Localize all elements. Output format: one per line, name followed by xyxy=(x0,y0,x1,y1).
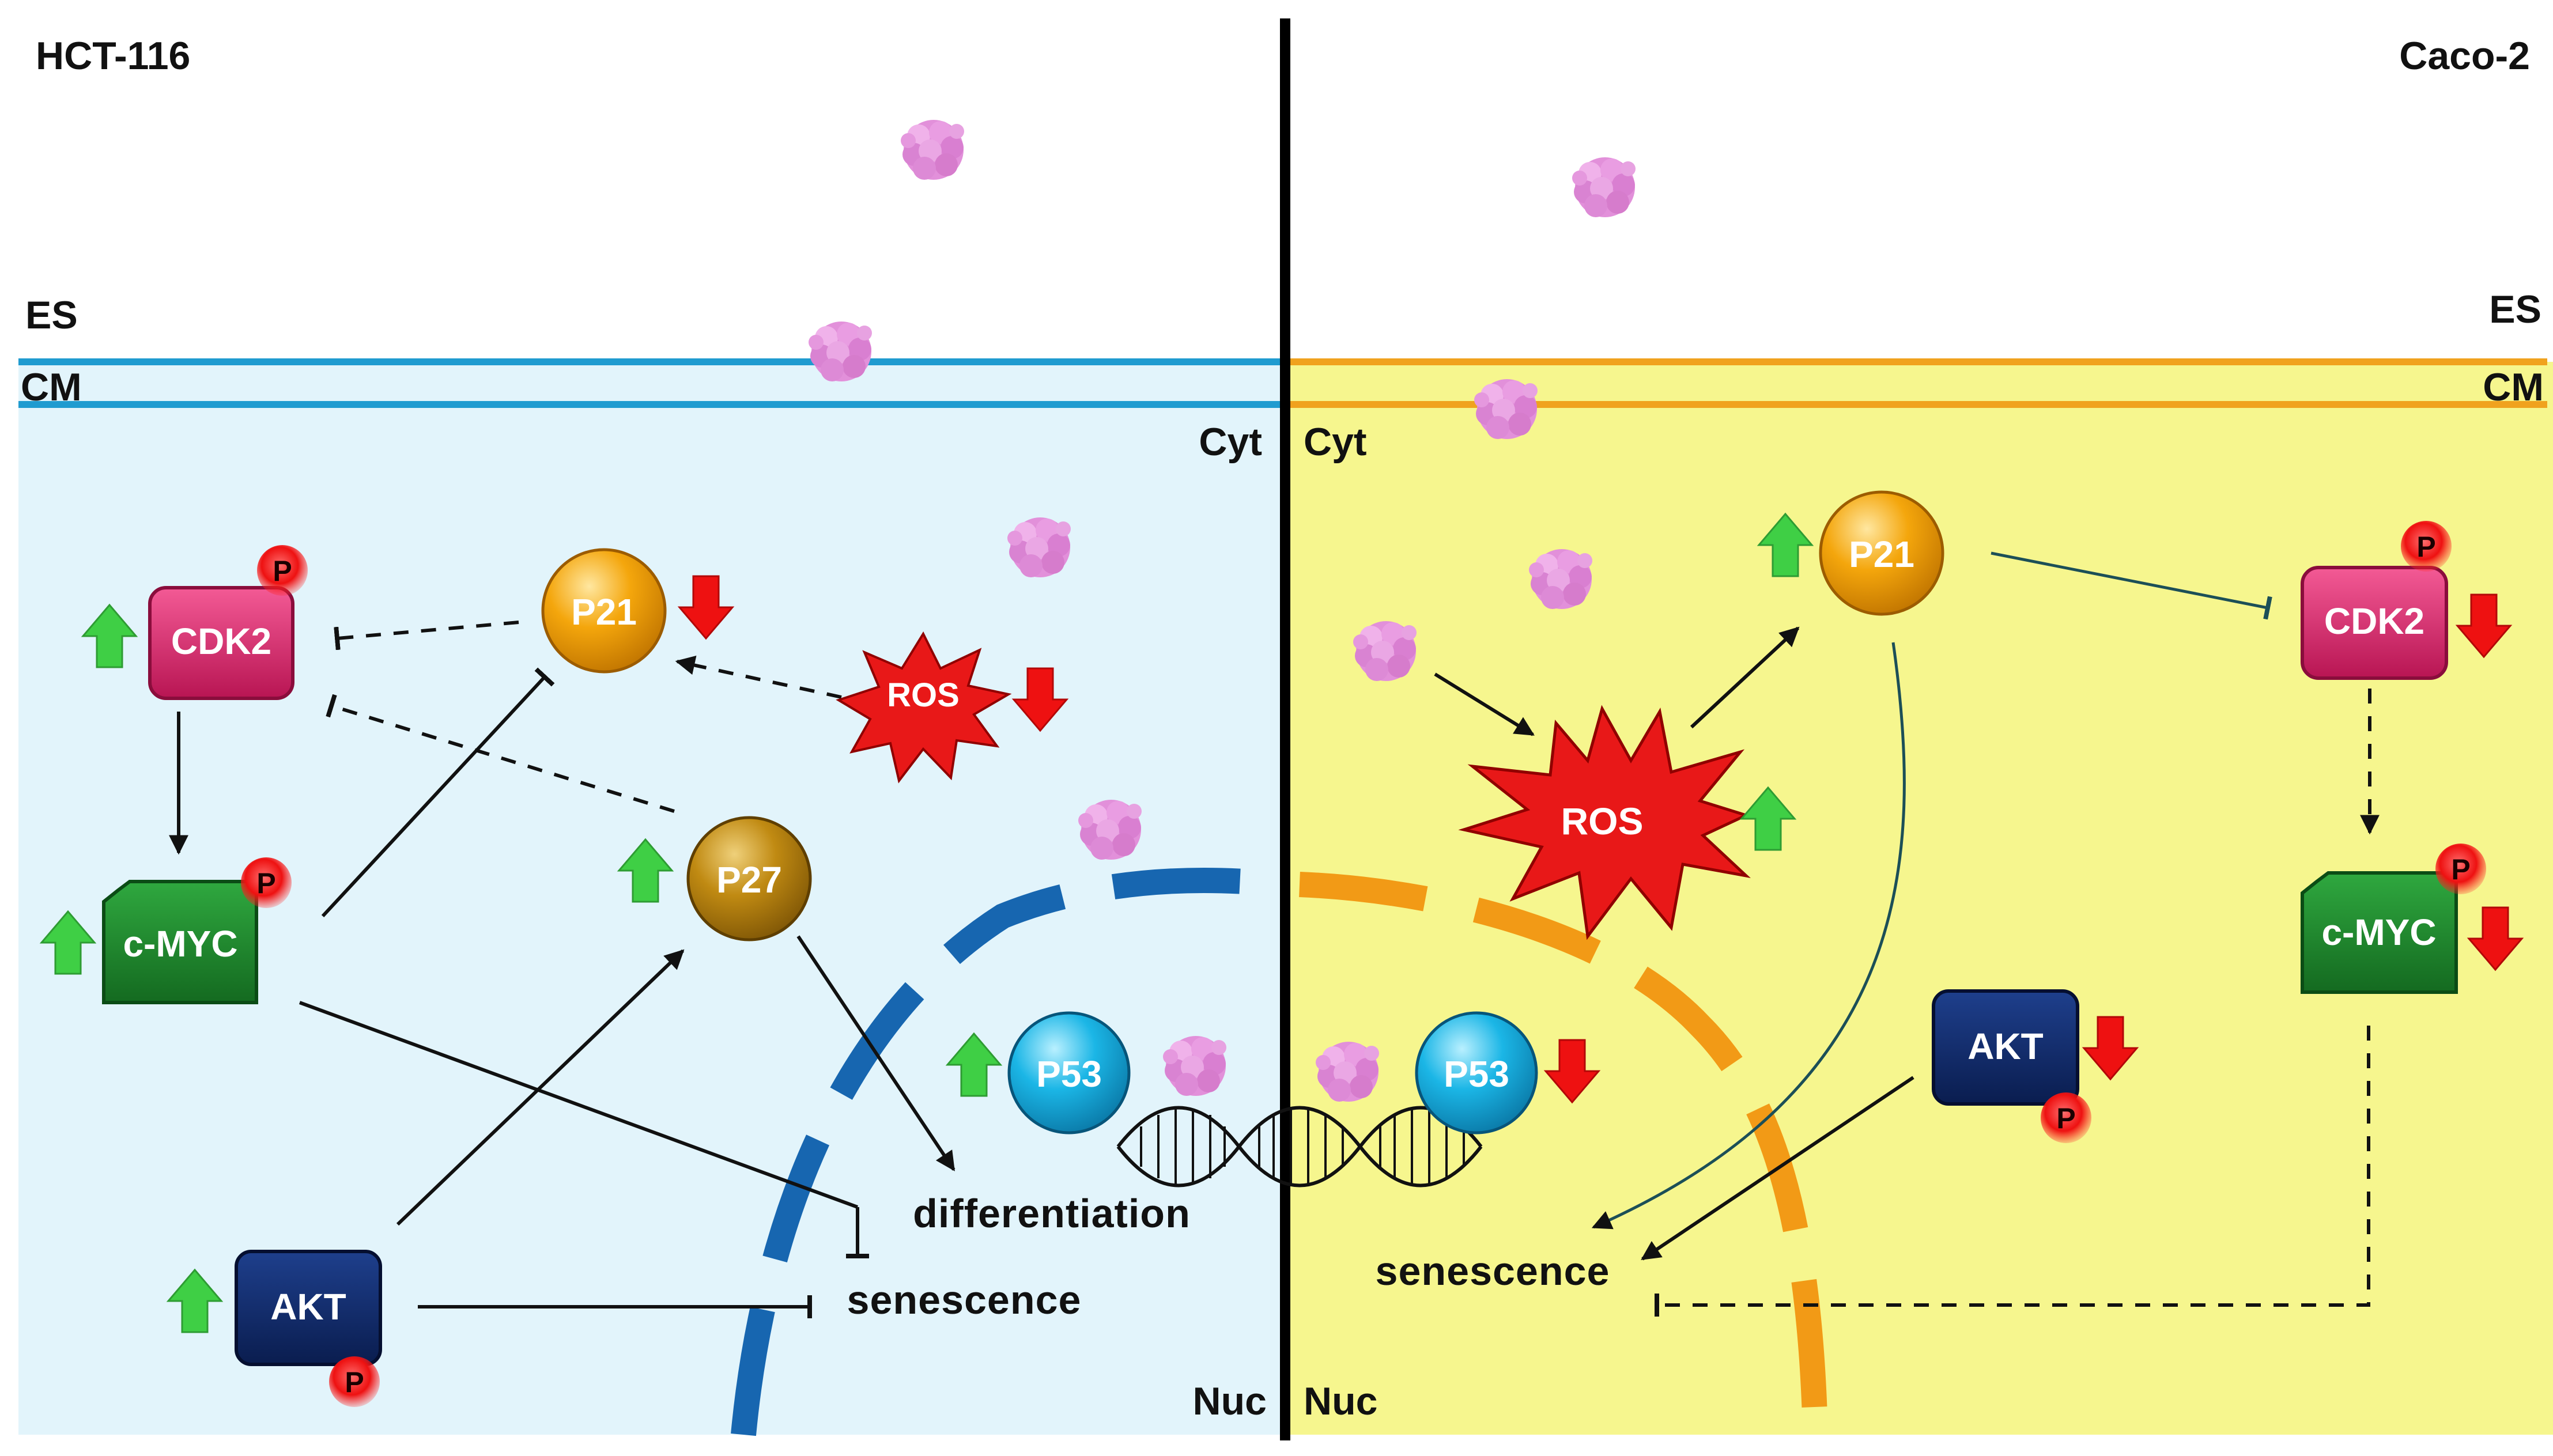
right-p53-node: P53 xyxy=(1415,1011,1538,1134)
right-senescence-label: senescence xyxy=(1376,1249,1610,1294)
right-akt-label: AKT xyxy=(1967,1026,2044,1067)
right-nuc-label: Nuc xyxy=(1304,1379,1377,1423)
right-cmyc-label: c-MYC xyxy=(2321,912,2436,953)
dna-helix xyxy=(1116,1106,1483,1188)
left-cdk2-node: CDK2 P xyxy=(148,545,308,700)
left-nuc-label: Nuc xyxy=(1193,1379,1267,1423)
left-senescence-label: senescence xyxy=(847,1277,1082,1322)
right-edges xyxy=(1434,551,2380,1317)
right-p21-label: P21 xyxy=(1849,534,1914,575)
left-cmyc-node: c-MYC P xyxy=(102,857,292,1004)
edge-akt-to-senescence xyxy=(1641,1076,1914,1261)
edge-akt-to-p27 xyxy=(396,949,685,1226)
edge-ros-to-p21 xyxy=(1690,626,1800,729)
right-nuclear-envelope xyxy=(1299,872,1828,1435)
right-cdk2-label: CDK2 xyxy=(2324,600,2424,642)
left-cm-label: CM xyxy=(21,365,82,409)
edge-p21-to-senescence xyxy=(1591,642,1906,1230)
edge-p27-to-differentiation xyxy=(796,935,956,1171)
phospho-badge xyxy=(241,857,292,908)
right-cm-label: CM xyxy=(2483,365,2544,409)
right-ros-label: ROS xyxy=(1561,800,1643,842)
left-p27-label: P27 xyxy=(716,859,782,901)
left-akt-label: AKT xyxy=(270,1286,346,1328)
left-p21-node: P21 xyxy=(541,548,667,674)
svg-text:P: P xyxy=(256,867,275,899)
edge-cmyc-inhibits-senescence xyxy=(1655,1026,2370,1317)
right-cell-line-label: Caco-2 xyxy=(2399,34,2530,78)
edge-cmyc-to-senescence xyxy=(299,1001,859,1209)
phospho-badge xyxy=(2041,1092,2091,1143)
edge-p21-inhibits-cdk2 xyxy=(1991,551,2272,620)
right-ros-node: ROS xyxy=(1458,705,1751,940)
right-cyt-label: Cyt xyxy=(1304,420,1367,464)
right-p21-node: P21 xyxy=(1819,490,1944,616)
right-p53-label: P53 xyxy=(1444,1053,1509,1095)
edge-p21-inhibits-cdk2 xyxy=(334,621,519,651)
svg-text:P: P xyxy=(2416,531,2435,563)
right-akt-node: AKT P xyxy=(1932,989,2091,1143)
phospho-badge xyxy=(2435,844,2486,894)
left-ros-label: ROS xyxy=(887,676,960,714)
left-differentiation-label: differentiation xyxy=(913,1191,1191,1236)
left-cdk2-label: CDK2 xyxy=(171,621,271,662)
left-p53-node: P53 xyxy=(1007,1011,1131,1134)
left-ros-node: ROS xyxy=(836,631,1012,784)
left-cell-line-label: HCT-116 xyxy=(36,34,190,78)
edge-nanoparticle-to-ros xyxy=(1434,672,1535,736)
svg-text:P: P xyxy=(2056,1102,2075,1134)
svg-text:P: P xyxy=(2451,853,2470,886)
edge-p27-inhibits-cdk2 xyxy=(326,694,675,813)
left-es-label: ES xyxy=(25,293,78,337)
left-nuclear-envelope xyxy=(731,867,1281,1436)
svg-text:P: P xyxy=(273,555,292,587)
left-p53-label: P53 xyxy=(1036,1053,1102,1095)
left-cmyc-label: c-MYC xyxy=(123,923,237,965)
left-p27-node: P27 xyxy=(686,816,812,941)
right-cmyc-node: c-MYC P xyxy=(2301,844,2486,994)
right-es-label: ES xyxy=(2489,288,2541,331)
phospho-badge xyxy=(329,1356,380,1407)
left-akt-node: AKT P xyxy=(235,1250,382,1407)
left-edges xyxy=(169,621,956,1318)
edge-cmyc-inhibits-p21 xyxy=(321,667,555,918)
left-p21-label: P21 xyxy=(571,591,637,633)
phospho-badge xyxy=(257,545,308,596)
left-cyt-label: Cyt xyxy=(1199,420,1262,464)
svg-text:P: P xyxy=(345,1366,364,1398)
edge-ros-to-p21 xyxy=(675,655,842,699)
left-membrane-band xyxy=(18,362,1282,403)
phospho-badge xyxy=(2401,521,2452,572)
right-cdk2-node: CDK2 P xyxy=(2301,521,2452,680)
